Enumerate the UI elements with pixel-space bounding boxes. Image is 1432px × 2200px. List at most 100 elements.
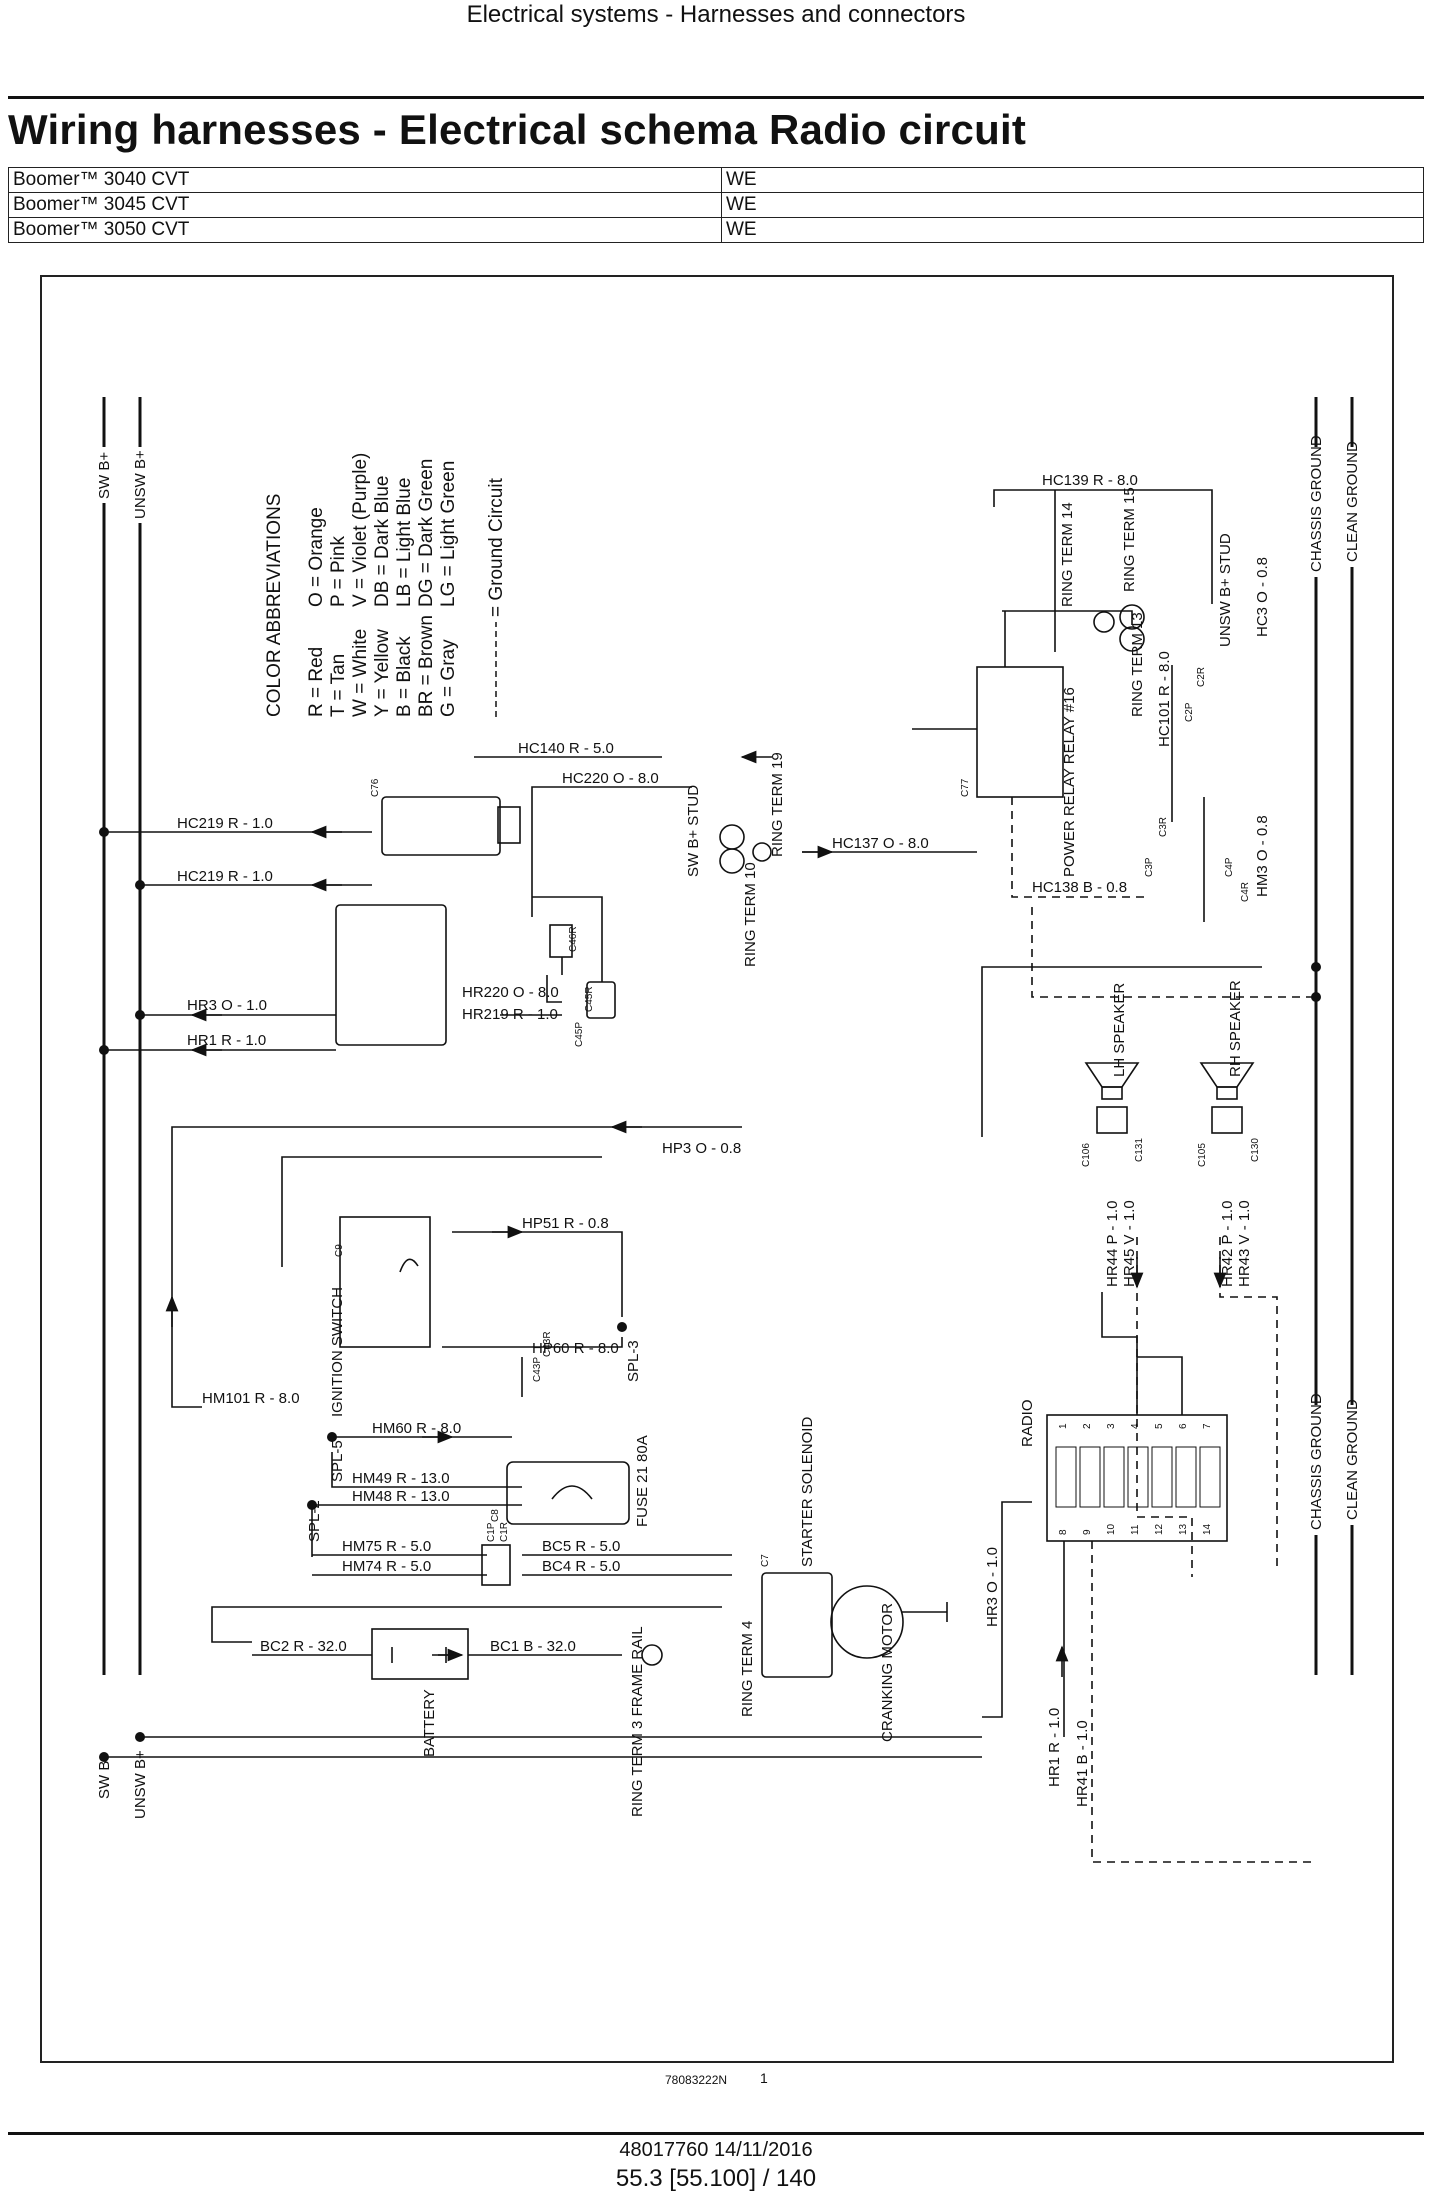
model-region: WE [721,217,1424,243]
radio-pin-number: 7 [1202,1423,1213,1429]
ground-rail-labels: CHASSIS GROUND CLEAN GROUND CHASSIS GROU… [1306,435,1362,1535]
wire-label-hc101: HC101 R - 8.0 [1156,651,1173,747]
radio-pin-number: 2 [1082,1423,1093,1429]
ring-term-13-label: RING TERM 13 [1129,612,1146,717]
spl-3-label: SPL-3 [625,1340,642,1382]
radio-pin-number: 3 [1106,1423,1117,1429]
wiring-schematic: SW B+ UNSW B+ SW B+ UNSW B+ CHASSIS GROU… [40,275,1394,2063]
legend-item: DB = Dark Blue [372,476,393,607]
footer-rule [8,2132,1424,2135]
legend-item: LG = Light Green [438,461,459,607]
ignition-switch-label: IGNITION SWITCH [329,1287,346,1417]
legend-item: O = Orange [306,507,327,607]
figure-id: 78083222N [665,2073,728,2087]
unsw-stud-icon [1119,604,1145,630]
connector-c4r: C4R [1240,882,1251,902]
wire-label-hr3: HR3 O - 1.0 [187,997,267,1014]
connector-c1p: C1P [486,1522,497,1542]
connector-c76: C76 [370,778,381,797]
fuse-label: FUSE 21 80A [634,1435,651,1527]
header-rule [8,96,1424,99]
fuse-element-icon [551,1485,593,1500]
ring-terminal-icon [1093,611,1115,633]
sw-b-label-bottom: SW B+ [96,1752,113,1799]
component-labels: RING TERM 14 RING TERM 15 RING TERM 13 U… [306,487,1244,1817]
wire-arrows [165,750,1227,1677]
radio-pin-cell [1127,1446,1149,1508]
wiring-solid [104,489,1262,1758]
chassis-ground-label: CHASSIS GROUND [1308,435,1325,572]
lh-speaker-label: LH SPEAKER [1111,983,1128,1077]
wire-label-hc220: HC220 O - 8.0 [562,770,659,787]
legend-item: R = Red [306,647,327,717]
connector-c43p: C43P [532,1357,543,1382]
ring-term-14-label: RING TERM 14 [1059,502,1076,607]
ring-term-15-label: RING TERM 15 [1121,487,1138,592]
connector-c105: C105 [1197,1143,1208,1167]
schematic-svg: SW B+ UNSW B+ SW B+ UNSW B+ CHASSIS GROU… [94,397,1362,1863]
ring-term-3-icon [641,1644,663,1666]
radio-label: RADIO [1019,1399,1036,1447]
ring-term-3-label: RING TERM 3 FRAME RAIL [629,1626,646,1817]
wire-label-bc1: BC1 B - 32.0 [490,1638,576,1655]
connector-c130: C130 [1250,1138,1261,1162]
legend-item: BR = Brown [416,615,437,717]
starter-solenoid-label: STARTER SOLENOID [799,1417,816,1567]
ring-term-10-label: RING TERM 10 [742,862,759,967]
wire-label-hm75: HM75 R - 5.0 [342,1538,431,1555]
sw-stud-icon [719,824,745,850]
table-row: Boomer™ 3050 CVT WE [8,217,1424,243]
ring-term-4-label: RING TERM 4 [739,1621,756,1717]
connector-labels: C76 C77 C2P C2R C3P C3R C4P C4R C45P C45… [334,667,1261,1567]
connector-c2p: C2P [1184,702,1195,722]
wire-label-hc138: HC138 B - 0.8 [1032,879,1127,896]
footer-doc-id: 48017760 14/11/2016 [619,2139,813,2161]
legend-title: COLOR ABBREVIATIONS [264,494,285,717]
model-name: Boomer™ 3045 CVT [8,192,722,218]
connector-c3r: C3R [1158,817,1169,837]
radio-pin-number: 14 [1202,1523,1213,1535]
wire-label-hr43: HR43 V - 1.0 [1236,1200,1253,1287]
connector-c2r: C2R [1196,667,1207,687]
connector-c4p: C4P [1224,857,1235,877]
wire-label-hp60: HP60 R - 8.0 [532,1340,619,1357]
sw-b-rail [102,397,142,1675]
wire-label-hr1: HR1 R - 1.0 [187,1032,266,1049]
radio-pin-number: 1 [1058,1423,1069,1429]
ground-wiring [1011,797,1316,1863]
wire-label-hr1-radio: HR1 R - 1.0 [1046,1708,1063,1787]
connector-c46r: C46R [568,926,579,952]
wire-label-hp51: HP51 R - 0.8 [522,1215,609,1232]
connector-c77: C77 [960,778,971,797]
component-symbols [391,604,1255,1666]
unsw-stud-label: UNSW B+ STUD [1217,533,1234,647]
radio-pin-number: 8 [1058,1529,1069,1535]
wire-label-hc3: HC3 O - 0.8 [1254,557,1271,637]
radio-pin-number: 6 [1178,1423,1189,1429]
connector-c45p: C45P [574,1022,585,1047]
wire-label-hm49: HM49 R - 13.0 [352,1470,450,1487]
wire-label-hm60: HM60 R - 8.0 [372,1420,461,1437]
wire-label-hc219b: HC219 R - 1.0 [177,868,273,885]
wire-label-bc2: BC2 R - 32.0 [260,1638,347,1655]
radio-pin-number: 12 [1154,1523,1165,1535]
radio-pin-number: 11 [1130,1524,1141,1535]
connector-c8: C8 [490,1509,501,1522]
clean-ground-label-lower: CLEAN GROUND [1344,1399,1361,1520]
unsw-b-label: UNSW B+ [132,450,149,519]
rail-labels-top: SW B+ UNSW B+ SW B+ UNSW B+ [94,447,150,1823]
connector-c1r: C1R [499,1522,510,1542]
chassis-ground-label-lower: CHASSIS GROUND [1308,1393,1325,1530]
battery-label: BATTERY [421,1689,438,1757]
wire-label-bc5: BC5 R - 5.0 [542,1538,620,1555]
power-relay-label: POWER RELAY RELAY #16 [1061,687,1078,877]
radio-pin-cell [1175,1446,1197,1508]
sw-stud-label: SW B+ STUD [685,785,702,877]
legend-item: W = White [350,629,371,717]
model-name: Boomer™ 3050 CVT [8,217,722,243]
legend-item: B = Black [394,636,415,717]
model-region: WE [721,167,1424,193]
wire-label-hr41: HR41 B - 1.0 [1074,1720,1091,1807]
